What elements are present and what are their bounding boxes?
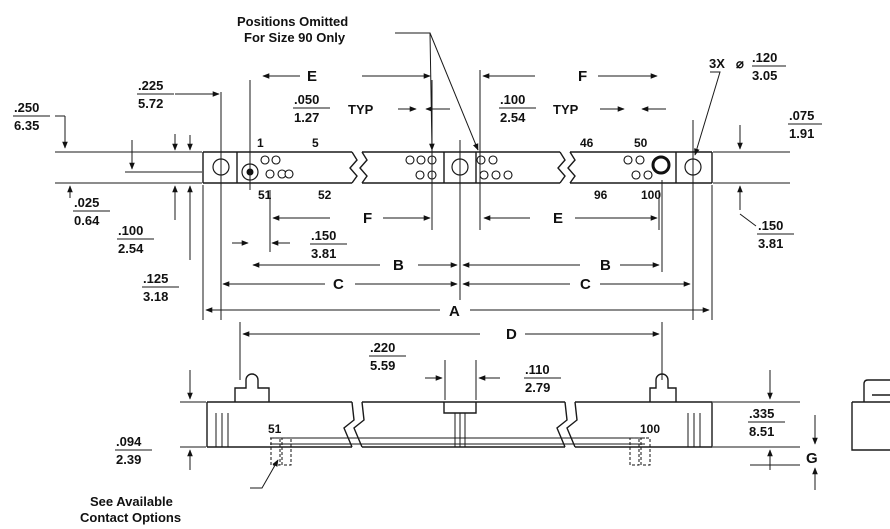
dim-250-inch: .250 (14, 100, 39, 115)
dim-050-mm: 1.27 (294, 110, 319, 125)
dim-F-top: F (578, 68, 587, 85)
dim-C-right: C (580, 276, 591, 293)
pin-46: 46 (580, 136, 594, 150)
diameter-symbol: ⌀ (736, 56, 744, 71)
dim-150-inch: .150 (311, 228, 336, 243)
dim-150-right-mm: 3.81 (758, 236, 783, 251)
dim-094-inch: .094 (116, 434, 142, 449)
note-positions-omitted-2: For Size 90 Only (244, 30, 346, 45)
dim-335-mm: 8.51 (749, 424, 774, 439)
pin-96: 96 (594, 188, 608, 202)
annotation-text: Positions Omitted For Size 90 Only 3X ⌀ … (13, 14, 822, 525)
note-positions-omitted-1: Positions Omitted (237, 14, 348, 29)
top-view (55, 32, 790, 320)
dim-F-bottom: F (363, 210, 372, 227)
dim-150-mm: 3.81 (311, 246, 336, 261)
dim-E-bottom: E (553, 210, 563, 227)
note-contacts-2: Contact Options (80, 510, 181, 525)
dim-220-mm: 5.59 (370, 358, 395, 373)
dim-125-mm: 3.18 (143, 289, 168, 304)
dim-110-inch: .110 (525, 362, 550, 377)
pin-52: 52 (318, 188, 332, 202)
dim-D: D (506, 326, 517, 343)
dim-220-inch: .220 (370, 340, 395, 355)
dim-050-inch: .050 (294, 92, 319, 107)
dim-075-mm: 1.91 (789, 126, 814, 141)
side-pin-51: 51 (268, 422, 282, 436)
dim-225-mm: 5.72 (138, 96, 163, 111)
dim-100-typ-inch: .100 (500, 92, 525, 107)
pin-51: 51 (258, 188, 272, 202)
pin-5: 5 (312, 136, 319, 150)
dim-025-inch: .025 (74, 195, 99, 210)
dim-100-mm: 2.54 (118, 241, 144, 256)
pin-1: 1 (257, 136, 264, 150)
dim-125-inch: .125 (143, 271, 168, 286)
side-view (180, 322, 818, 490)
dim-B-left: B (393, 257, 404, 274)
polarizing-hole-right (651, 155, 671, 175)
dim-C-left: C (333, 276, 344, 293)
dim-150-right-inch: .150 (758, 218, 783, 233)
dim-E-top: E (307, 68, 317, 85)
dim-100-inch: .100 (118, 223, 143, 238)
dim-110-mm: 2.79 (525, 380, 550, 395)
side-pin-100: 100 (640, 422, 660, 436)
dim-A: A (449, 303, 460, 320)
dim-075-inch: .075 (789, 108, 814, 123)
hole-dia-mm: 3.05 (752, 68, 777, 83)
dim-250-mm: 6.35 (14, 118, 39, 133)
hole-dia-inch: .120 (752, 50, 777, 65)
dim-094-mm: 2.39 (116, 452, 141, 467)
dim-B-right: B (600, 257, 611, 274)
end-view (851, 379, 890, 451)
note-contacts-1: See Available (90, 494, 173, 509)
dim-335-inch: .335 (749, 406, 774, 421)
pin-50: 50 (634, 136, 648, 150)
dim-100-typ: TYP (553, 102, 579, 117)
pin-100: 100 (641, 188, 661, 202)
dim-100-typ-mm: 2.54 (500, 110, 526, 125)
hole-qty: 3X (709, 56, 725, 71)
dim-G: G (806, 450, 818, 467)
dim-225-inch: .225 (138, 78, 163, 93)
dim-025-mm: 0.64 (74, 213, 100, 228)
dim-050-typ: TYP (348, 102, 374, 117)
